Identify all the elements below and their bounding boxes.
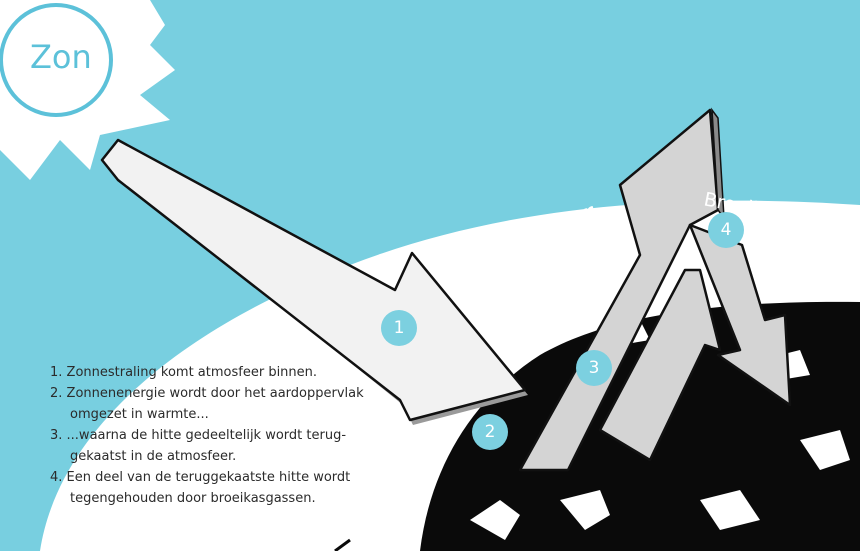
marker-4: 4 <box>708 212 744 248</box>
step-item: 4. Een deel van de teruggekaatste hitte … <box>44 467 394 509</box>
steps-list: 1. Zonnestraling komt atmosfeer binnen. … <box>44 362 394 509</box>
step-item: 1. Zonnestraling komt atmosfeer binnen. <box>44 362 394 383</box>
marker-3: 3 <box>576 350 612 386</box>
step-item: 3. ...waarna de hitte gedeeltelijk wordt… <box>44 425 394 467</box>
marker-1: 1 <box>381 310 417 346</box>
marker-2: 2 <box>472 414 508 450</box>
step-item: 2. Zonnenenergie wordt door het aardoppe… <box>44 383 394 425</box>
sun-label: Zon <box>30 38 92 76</box>
